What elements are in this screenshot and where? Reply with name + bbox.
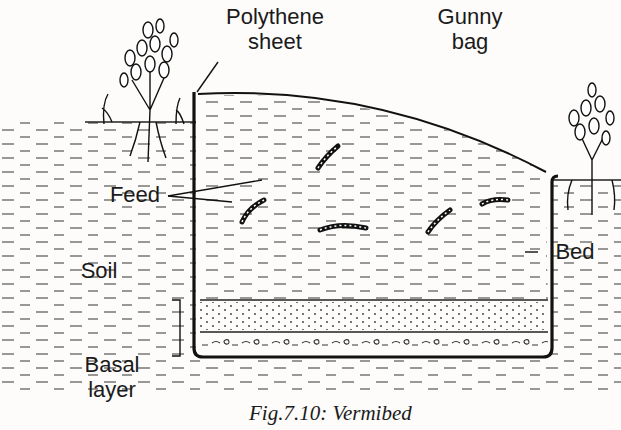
polythene-sheet [194,92,558,357]
plant [102,19,184,162]
label-gunny: Gunny bag [420,4,520,54]
earthworms [242,146,508,232]
label-bed: Bed [540,239,610,264]
gunny-bag [198,93,546,172]
dotted-layer [200,302,548,330]
label-basal: Basal layer [62,352,162,402]
pebble-layer [200,334,548,352]
label-polythene: Polythene sheet [200,4,350,54]
label-feed: Feed [100,182,170,207]
figure-caption: Fig.7.10: Vermibed [249,401,412,426]
label-soil: Soil [64,258,134,283]
bed-texture [200,95,548,300]
ground-line [552,179,621,181]
leader-line [168,62,538,356]
plant [568,83,615,215]
